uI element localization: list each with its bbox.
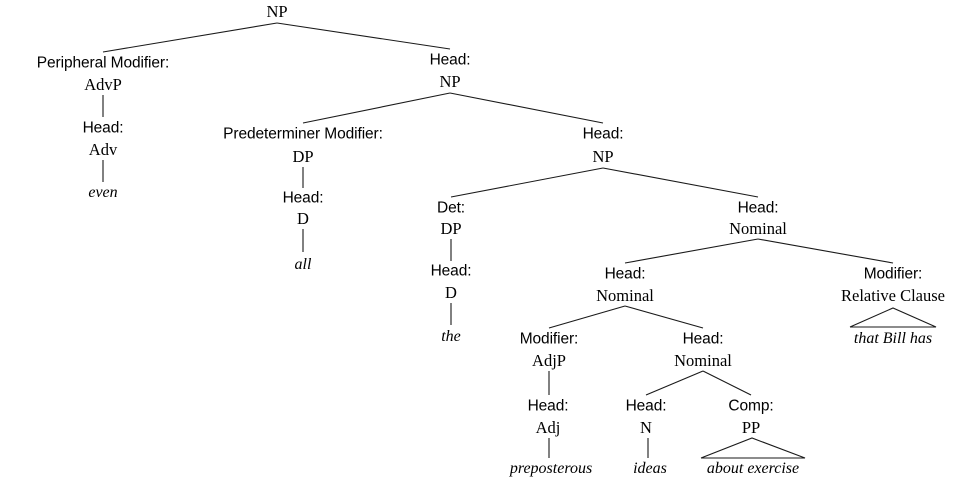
tree-node-head-nom1-cat: Nominal [729,218,787,238]
tree-node-adjp-cat: AdjP [532,350,566,370]
tree-node-head-np2-fn: Head: [429,51,471,69]
tree-node-adv-head-fn: Head: [82,119,124,137]
tree-node-term-the: the [441,328,461,345]
tree-node-head-np2-cat: NP [439,71,461,91]
tree-node-adj-head-fn: Head: [527,397,569,415]
branch-line [624,305,704,329]
tree-node-term-preposterous: preposterous [509,460,593,477]
branch-line [602,167,759,198]
tree-node-rel-clause-cat: Relative Clause [840,285,946,305]
tree-node-comp-fn: Comp: [728,397,774,415]
branch-line [702,370,752,396]
tree-node-adj-mod-fn: Modifier: [519,330,579,348]
tree-node-head-nom2-cat: Nominal [596,285,654,305]
tree-node-rel-mod-fn: Modifier: [863,265,923,283]
tree-node-det-d-cat: D [445,282,457,302]
tree-node-term-even: even [88,184,118,201]
tree-node-term-ideas: ideas [633,460,667,477]
branch-line [757,238,894,264]
tree-node-head-nom3-cat: Nominal [674,350,732,370]
branch-line [645,370,704,396]
phrase-triangle [849,307,937,328]
tree-node-head-np3-cat: NP [592,146,614,166]
tree-node-adv-cat: Adv [88,139,118,159]
tree-node-term-about-exercise: about exercise [706,460,800,477]
tree-node-head-nom3-fn: Head: [682,330,724,348]
tree-node-predet-dp-cat: DP [292,146,314,166]
branch-line [276,22,451,50]
tree-node-det-dp-cat: DP [440,218,462,238]
branch-line [102,22,278,53]
tree-node-n-cat: N [640,417,652,437]
tree-node-root-np: NP [266,1,288,21]
tree-node-pp-cat: PP [741,417,761,437]
branch-line [450,167,604,198]
tree-node-term-all: all [294,256,312,273]
tree-node-det-fn: Det: [436,199,466,217]
tree-node-advp-cat: AdvP [84,74,122,94]
tree-node-predet-head-fn: Head: [282,189,324,207]
tree-node-term-that-bill-has: that Bill has [853,330,933,347]
tree-node-adj-cat: Adj [535,417,561,437]
tree-node-periph-mod-fn: Peripheral Modifier: [36,54,170,72]
tree-node-predet-mod-fn: Predeterminer Modifier: [223,125,383,143]
branch-line [548,305,626,329]
tree-node-det-head-fn: Head: [430,262,472,280]
branch-line [302,92,451,124]
tree-node-head-nom2-fn: Head: [604,265,646,283]
tree-node-predet-d-cat: D [297,208,309,228]
tree-node-n-head-fn: Head: [625,397,667,415]
branch-line [624,238,759,264]
branch-line [449,92,604,124]
tree-node-head-np3-fn: Head: [582,125,624,143]
tree-node-head-nom1-fn: Head: [737,199,779,217]
phrase-triangle [700,437,806,459]
